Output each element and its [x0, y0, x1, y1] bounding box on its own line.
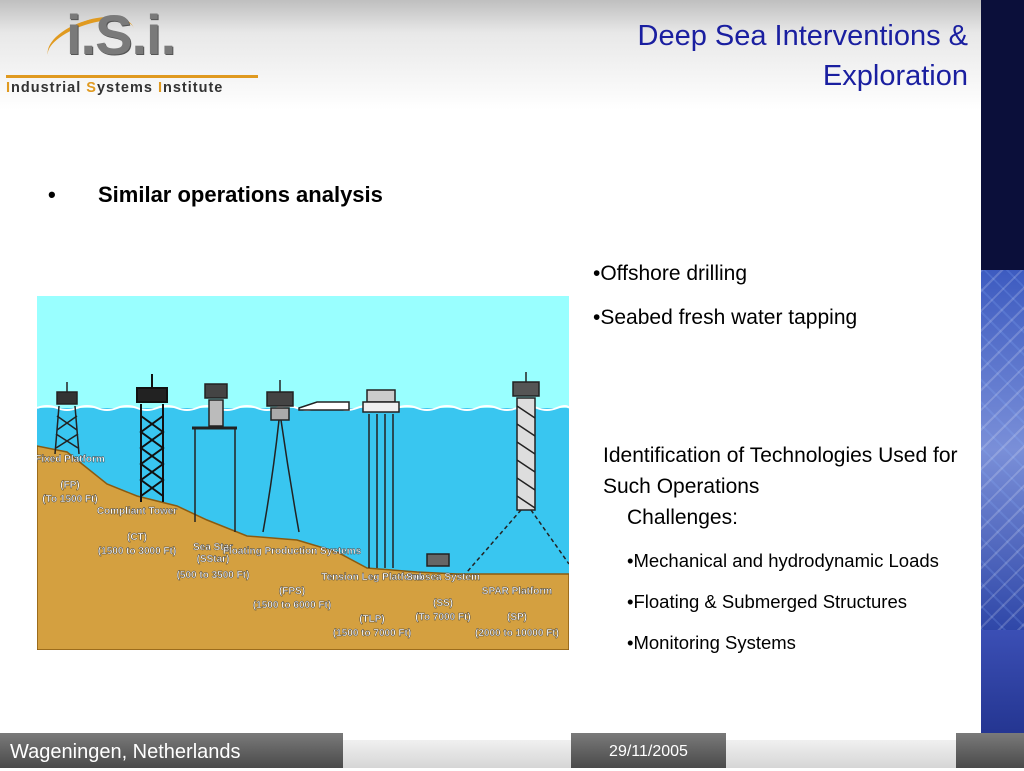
platform-label-sstar-depth: (500 to 3500 Ft)	[177, 570, 250, 581]
list-item: •Floating & Submerged Structures	[627, 591, 908, 612]
platform-label-ss-abbr: (SS)	[433, 598, 453, 609]
right-decorative-strip	[981, 0, 1024, 740]
title-line-1: Deep Sea Interventions &	[637, 20, 968, 52]
identification-text: Identification of Technologies Used for …	[603, 444, 958, 498]
offshore-platforms-illustration: Fixed Platform (FP) (To 1500 Ft) Complia…	[35, 296, 570, 651]
platform-label-ss-name: Subsea System	[406, 572, 480, 583]
challenges-list: •Mechanical and hydrodynamic Loads •Floa…	[627, 548, 977, 671]
platform-label-tlp-depth: (1500 to 7000 Ft)	[333, 628, 411, 639]
main-bullet: • Similar operations analysis	[48, 182, 383, 208]
list-item: •Monitoring Systems	[627, 632, 796, 653]
slide-title: Deep Sea Interventions & Exploration	[468, 16, 968, 96]
bullet-glyph: •	[48, 182, 56, 207]
platform-label-sp-depth: (2000 to 10000 Ft)	[475, 628, 559, 639]
footer-bar	[343, 740, 571, 768]
platform-label-ss-depth: (To 7000 Ft)	[415, 612, 470, 623]
platform-label-sstar-abbr: (SStar)	[197, 554, 230, 565]
list-item: •Offshore drilling	[593, 262, 748, 285]
logo-subtitle: Industrial Systems Institute	[6, 80, 224, 96]
platform-label-fp-depth: (To 1500 Ft)	[42, 494, 97, 505]
challenges-heading: Challenges:	[627, 506, 738, 529]
platform-label-ct-abbr: (CT)	[127, 532, 147, 543]
platform-label-sp-abbr: (SP)	[507, 612, 527, 623]
main-bullet-text: Similar operations analysis	[98, 182, 383, 207]
footer-location: Wageningen, Netherlands	[0, 733, 343, 768]
platform-label-fp-name: Fixed Platform	[37, 454, 105, 465]
platform-label-sstar-name: Sea Star	[193, 542, 233, 553]
platform-label-fps-depth: (1500 to 6000 Ft)	[253, 600, 331, 611]
platform-label-sp-name: SPAR Platform	[482, 586, 552, 597]
list-item: •Seabed fresh water tapping	[593, 306, 858, 329]
platform-label-ct-depth: (1500 to 3000 Ft)	[98, 546, 176, 557]
footer-end-block	[956, 733, 1024, 768]
footer-date: 29/11/2005	[571, 733, 726, 768]
logo-mark: i.S.i.	[66, 3, 176, 66]
footer-bar	[726, 740, 956, 768]
use-case-list: •Offshore drilling •Seabed fresh water t…	[593, 262, 857, 350]
logo-rule	[6, 75, 258, 78]
platform-label-ct-name: Compliant Tower	[97, 506, 177, 517]
platform-label-fps-abbr: (FPS)	[279, 586, 305, 597]
isi-logo: i.S.i. Industrial Systems Institute	[6, 2, 262, 102]
title-line-2: Exploration	[822, 60, 968, 92]
platform-label-tlp-name: Tension Leg Platform	[321, 572, 423, 583]
list-item: •Mechanical and hydrodynamic Loads	[627, 550, 939, 571]
header-bar	[0, 0, 981, 110]
platform-label-fps-name: Floating Production Systems	[223, 546, 362, 557]
platform-label-fp-abbr: (FP)	[60, 480, 79, 491]
platform-label-tlp-abbr: (TLP)	[359, 614, 385, 625]
